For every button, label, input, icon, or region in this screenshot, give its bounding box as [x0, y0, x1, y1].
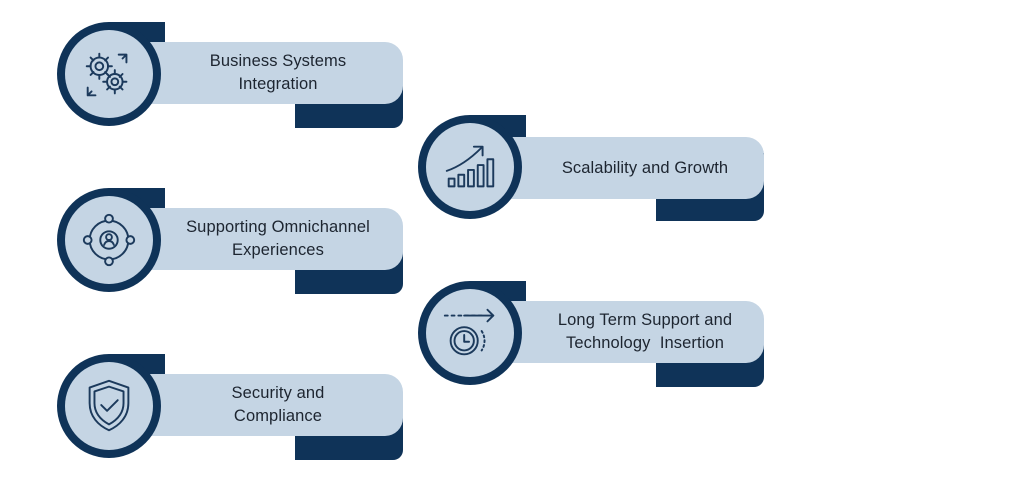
- card-label-line: Technology Insertion: [565, 334, 725, 352]
- card-long-term-support: Long Term Support and Technology Inserti…: [418, 279, 768, 389]
- icon-disc: [426, 123, 514, 211]
- card-business-systems-integration: Business Systems Integration: [57, 20, 407, 130]
- icon-ring: [57, 354, 161, 458]
- card-banner: Supporting Omnichannel Experiences: [113, 208, 403, 270]
- shield-check-icon: [88, 379, 130, 432]
- icon-disc: [426, 289, 514, 377]
- icon-disc: [65, 362, 153, 450]
- card-label-line: Experiences: [232, 241, 324, 259]
- card-label-line: Integration: [238, 75, 318, 93]
- card-label-line: Compliance: [233, 407, 323, 425]
- card-label-line: Security and: [231, 384, 325, 402]
- card-banner: Long Term Support and Technology Inserti…: [474, 301, 764, 363]
- card-scalability-and-growth: Scalability and Growth: [418, 113, 768, 223]
- card-security-and-compliance: Security and Compliance: [57, 352, 407, 462]
- icon-ring: [57, 188, 161, 292]
- growth-chart-icon: [445, 145, 495, 188]
- icon-ring: [418, 115, 522, 219]
- icon-ring: [57, 22, 161, 126]
- card-banner: Scalability and Growth: [474, 137, 764, 199]
- icon-disc: [65, 30, 153, 118]
- card-supporting-omnichannel-experiences: Supporting Omnichannel Experiences: [57, 186, 407, 296]
- omnichannel-user-icon: [82, 213, 136, 267]
- card-label-line: Long Term Support and: [557, 311, 733, 329]
- card-label-line: Supporting Omnichannel: [186, 218, 370, 236]
- card-banner: Business Systems Integration: [113, 42, 403, 104]
- gears-icon: [85, 52, 128, 97]
- card-label-line: Business Systems: [209, 52, 347, 70]
- card-label-line: Scalability and Growth: [561, 158, 729, 177]
- icon-disc: [65, 196, 153, 284]
- icon-ring: [418, 281, 522, 385]
- card-banner: Security and Compliance: [113, 374, 403, 436]
- clock-arrow-icon: [443, 308, 495, 356]
